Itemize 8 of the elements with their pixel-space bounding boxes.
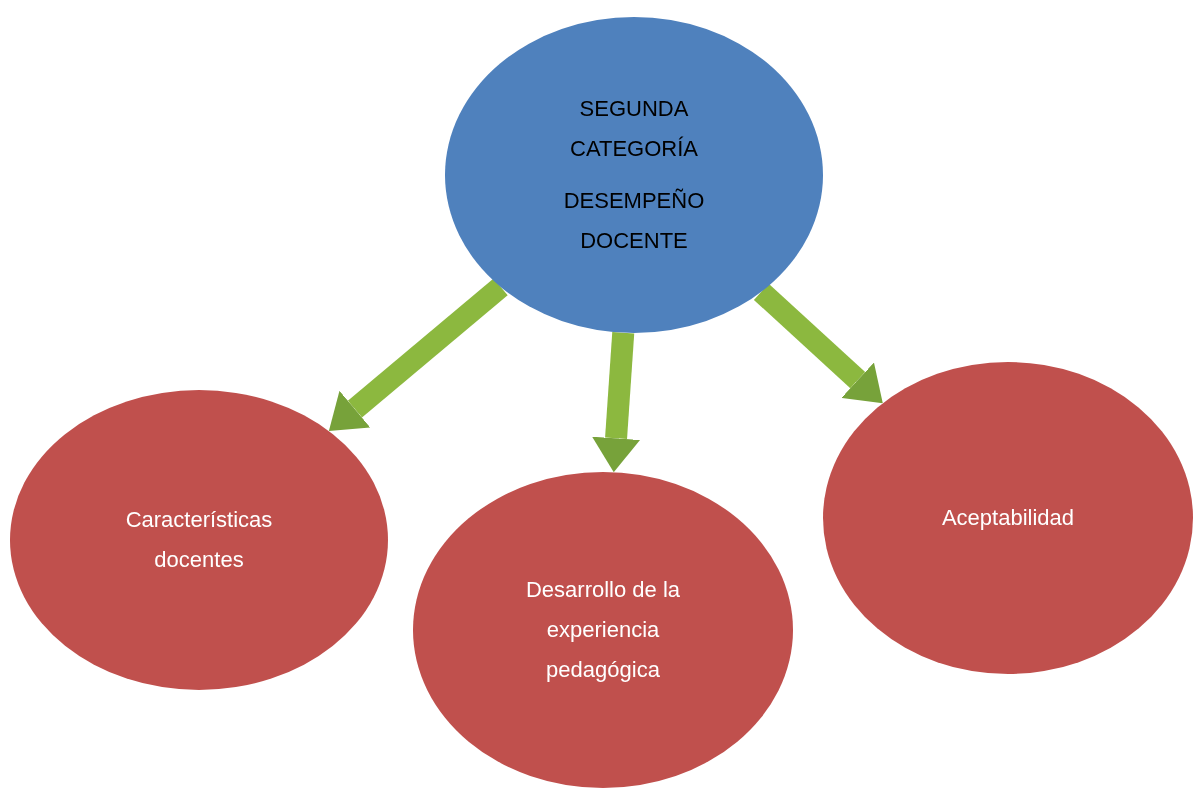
node-text: Características docentes [124, 506, 274, 574]
arrow [753, 283, 883, 404]
node-text: Aceptabilidad [941, 504, 1075, 532]
node-text: SEGUNDA CATEGORÍA [569, 95, 699, 163]
node-text: DESEMPEÑO DOCENTE [562, 187, 706, 255]
arrow [328, 278, 508, 431]
node-text: Desarrollo de la experiencia pedagógica [524, 576, 682, 684]
arrow [592, 332, 640, 473]
